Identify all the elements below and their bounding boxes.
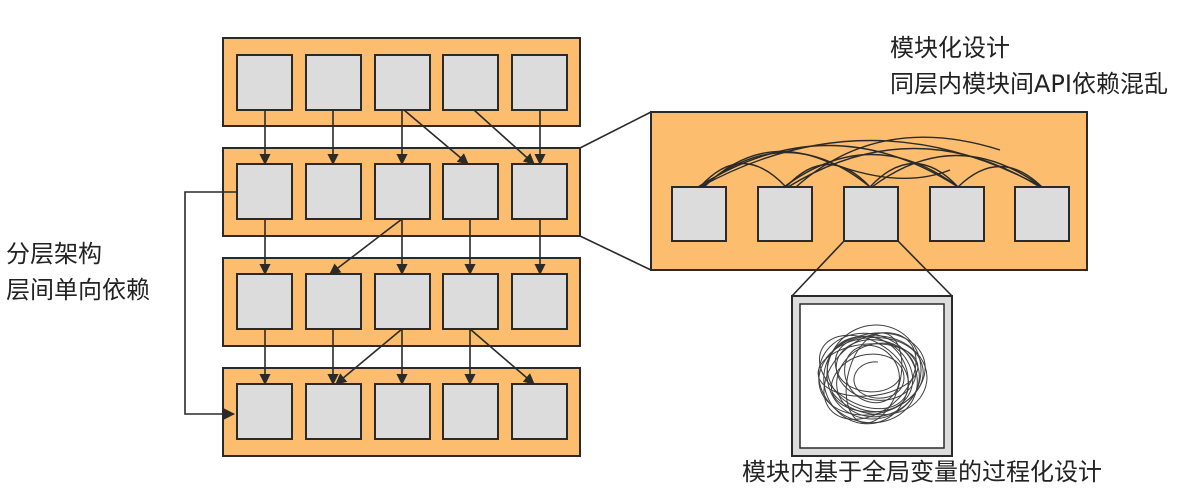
module — [511, 163, 568, 220]
module — [374, 54, 431, 111]
module — [442, 273, 499, 330]
module — [236, 163, 293, 220]
dependency-arrow — [335, 328, 403, 385]
module — [305, 54, 362, 111]
dependency-arrow — [329, 218, 403, 275]
dependency-arrow — [403, 109, 469, 165]
layer-dependency-arrows — [259, 109, 546, 386]
zoom-line-bottom — [579, 235, 652, 271]
module — [305, 273, 362, 330]
dependency-arrow — [473, 109, 535, 165]
module — [929, 186, 985, 242]
zoom-line-right — [897, 240, 953, 297]
module — [1014, 186, 1070, 242]
module — [236, 383, 293, 440]
module — [305, 163, 362, 220]
bottom-caption-text: 模块内基于全局变量的过程化设计 — [742, 458, 1102, 486]
left-caption-line1: 分层架构 — [6, 240, 102, 268]
module — [511, 383, 568, 440]
module — [236, 273, 293, 330]
right-caption-line1: 模块化设计 — [890, 34, 1010, 62]
module — [442, 163, 499, 220]
module — [305, 383, 362, 440]
module — [511, 54, 568, 111]
api-dependency-arcs — [697, 136, 1043, 188]
module — [374, 383, 431, 440]
module — [442, 383, 499, 440]
module — [671, 186, 727, 242]
module — [442, 54, 499, 111]
module — [511, 273, 568, 330]
layer-modules — [236, 54, 568, 440]
module — [757, 186, 813, 242]
right-caption: 模块化设计 同层内模块间API依赖混乱 — [890, 30, 1168, 102]
module — [843, 186, 899, 242]
module-detail-panel — [650, 111, 1088, 271]
module — [236, 54, 293, 111]
layer-bypass-arrow — [184, 191, 237, 420]
right-caption-line2: 同层内模块间API依赖混乱 — [890, 70, 1168, 98]
zoom-line-left — [791, 240, 845, 297]
module — [374, 163, 431, 220]
module — [374, 273, 431, 330]
left-caption: 分层架构 层间单向依赖 — [6, 236, 150, 308]
dependency-arrow — [469, 328, 535, 385]
bottom-caption: 模块内基于全局变量的过程化设计 — [742, 454, 1102, 490]
scribble-icon — [817, 324, 928, 425]
zoom-line-top — [579, 111, 652, 149]
global-variable-tangle — [791, 295, 953, 457]
left-caption-line2: 层间单向依赖 — [6, 276, 150, 304]
